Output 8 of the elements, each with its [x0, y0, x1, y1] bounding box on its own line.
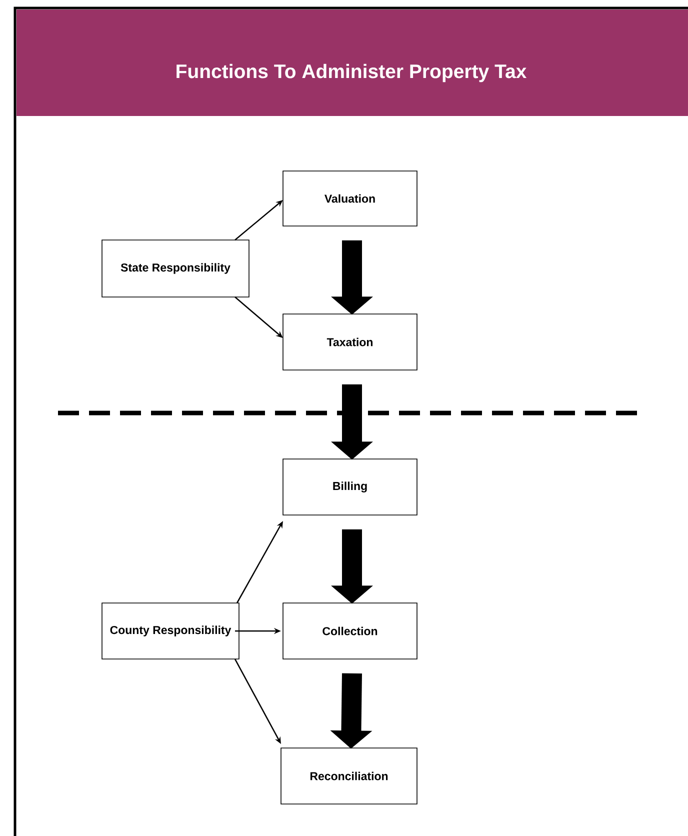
process-box: Valuation — [282, 170, 418, 226]
process-box: Collection — [282, 602, 418, 660]
process-box: State Responsibility — [102, 240, 250, 298]
process-box: Taxation — [282, 314, 418, 370]
process-box: County Responsibility — [102, 602, 240, 660]
process-box: Billing — [282, 458, 418, 516]
process-box: Reconciliation — [280, 748, 418, 804]
header-band: Functions To Administer Property Tax — [16, 10, 688, 116]
